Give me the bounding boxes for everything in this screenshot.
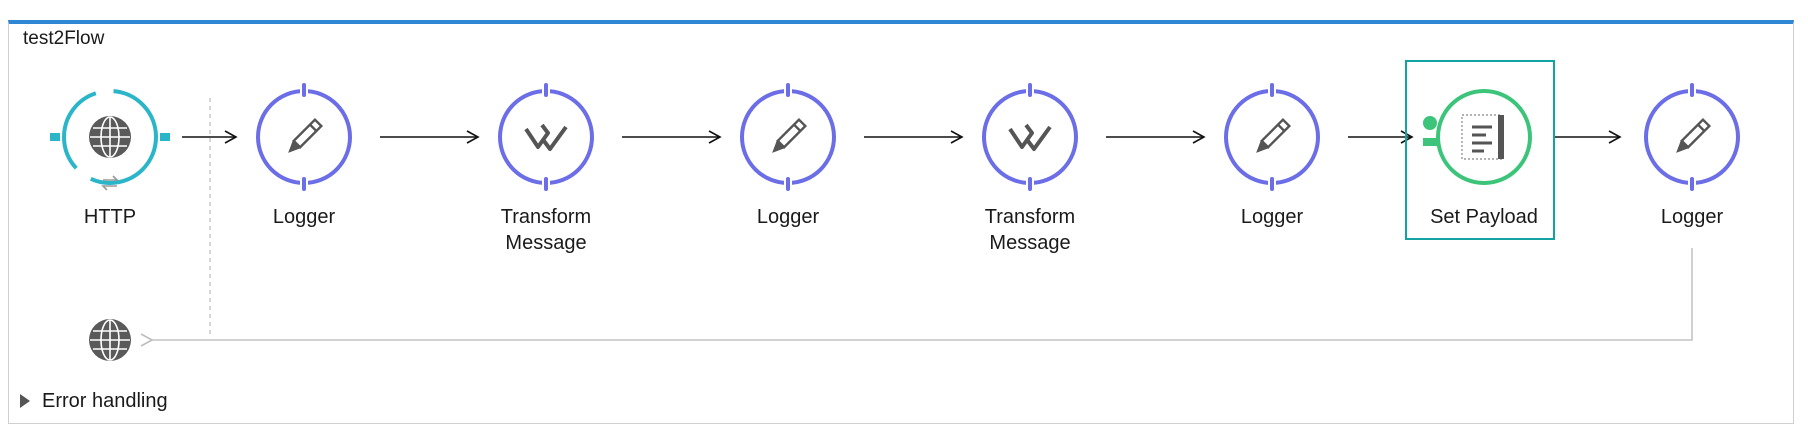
transform-label-1-line1: Transform [500, 206, 592, 228]
logger-label-2-text: Logger [756, 206, 820, 228]
logger-label-4: Logger [1612, 204, 1772, 230]
error-handling-toggle[interactable]: Error handling [20, 388, 168, 414]
transform-label-2-line1: Transform [984, 206, 1076, 228]
transform-node-1-button[interactable] [492, 84, 600, 192]
pencil-icon [772, 117, 808, 153]
pencil-icon [1676, 117, 1712, 153]
set-payload-label: Set Payload [1404, 204, 1564, 230]
transform-label-2-line2: Message [989, 232, 1071, 254]
logger-node-4 [1644, 82, 1740, 192]
logger-label-4-text: Logger [1660, 206, 1724, 228]
set-payload-icon [1461, 114, 1504, 160]
transform-label-1-line2: Message [505, 232, 587, 254]
response-globe-icon [89, 319, 131, 361]
transform-icon [1008, 123, 1052, 151]
exchange-icon [101, 175, 119, 191]
transform-node-1 [498, 82, 594, 192]
logger-node-2-button[interactable] [734, 84, 842, 192]
logger-label-3: Logger [1192, 204, 1352, 230]
transform-icon [524, 123, 568, 151]
http-label-text: HTTP [83, 206, 137, 228]
return-path-arrow [140, 248, 1693, 347]
logger-node-4-button[interactable] [1638, 84, 1746, 192]
logger-node-2 [740, 82, 836, 192]
logger-node-1 [256, 82, 352, 192]
http-label: HTTP [30, 204, 190, 230]
set-payload-node [1423, 89, 1532, 185]
flow-title: test2Flow [23, 28, 105, 49]
http-node[interactable] [56, 84, 164, 192]
flow-container[interactable]: test2Flow [8, 20, 1794, 424]
logger-label-2: Logger [708, 204, 868, 230]
transform-label-1: Transform Message [466, 204, 626, 256]
http-source-node [50, 89, 170, 191]
logger-node-3-button[interactable] [1218, 84, 1326, 192]
transform-label-2: Transform Message [950, 204, 1110, 256]
pencil-icon [1256, 117, 1292, 153]
response-node[interactable] [86, 316, 134, 364]
logger-node-1-button[interactable] [250, 84, 358, 192]
transform-node-2-button[interactable] [976, 84, 1084, 192]
error-handling-label: Error handling [42, 389, 168, 412]
logger-label-1-text: Logger [272, 206, 336, 228]
logger-label-3-text: Logger [1240, 206, 1304, 228]
pencil-icon [288, 117, 324, 153]
expand-triangle-icon[interactable] [20, 394, 30, 408]
transform-node-2 [982, 82, 1078, 192]
logger-node-3 [1224, 82, 1320, 192]
globe-icon [89, 116, 131, 158]
set-payload-label-text: Set Payload [1430, 206, 1538, 228]
logger-label-1: Logger [224, 204, 384, 230]
selection-frame [1405, 60, 1555, 240]
